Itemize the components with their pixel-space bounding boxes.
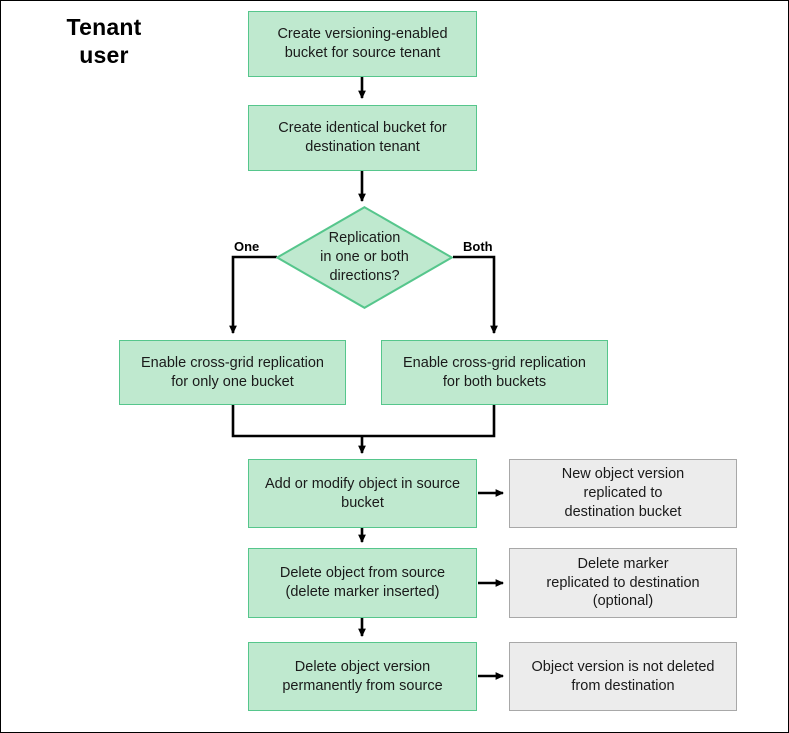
- node-new-object-version-replicated[interactable]: New object version replicated to destina…: [509, 459, 737, 528]
- node-delete-object-version-label: Delete object version permanently from s…: [282, 658, 443, 694]
- node-add-or-modify-object-label: Add or modify object in source bucket: [264, 475, 461, 511]
- connector-merge-branches: [231, 405, 496, 438]
- lane-title-line1: Tenant: [66, 14, 142, 40]
- node-delete-object-from-source-label: Delete object from source (delete marker…: [279, 565, 446, 600]
- node-create-versioned-bucket-label: Create versioning-enabled bucket for sou…: [277, 26, 448, 61]
- edge-label-one: One: [234, 239, 259, 254]
- node-create-versioned-bucket[interactable]: Create versioning-enabled bucket for sou…: [248, 11, 477, 77]
- node-object-version-not-deleted-label: Object version is not deleted from desti…: [531, 658, 715, 694]
- diamond-shape: [276, 206, 453, 309]
- node-delete-object-version[interactable]: Delete object version permanently from s…: [248, 642, 477, 711]
- edge-label-both: Both: [463, 239, 493, 254]
- connector-decision-both-branch: [453, 255, 498, 334]
- connector-decision-one-branch: [229, 255, 277, 334]
- node-new-object-version-replicated-label: New object version replicated to destina…: [561, 466, 685, 520]
- node-replication-direction-label: Replication in one or both directions?: [320, 230, 409, 284]
- node-create-identical-bucket-label: Create identical bucket for destination …: [278, 120, 447, 155]
- edge-label-one-text: One: [234, 239, 260, 254]
- node-add-or-modify-object[interactable]: Add or modify object in source bucket: [248, 459, 477, 528]
- node-delete-marker-replicated[interactable]: Delete marker replicated to destination …: [509, 548, 737, 618]
- node-object-version-not-deleted[interactable]: Object version is not deleted from desti…: [509, 642, 737, 711]
- lane-title-line2: user: [79, 42, 129, 69]
- node-replication-direction[interactable]: Replication in one or both directions?: [276, 206, 453, 309]
- edge-label-both-text: Both: [463, 239, 493, 254]
- node-enable-both-buckets-label: Enable cross-grid replication for both b…: [403, 354, 586, 390]
- node-enable-one-bucket[interactable]: Enable cross-grid replication for only o…: [119, 340, 346, 405]
- node-create-identical-bucket[interactable]: Create identical bucket for destination …: [248, 105, 477, 171]
- node-delete-marker-replicated-label: Delete marker replicated to destination …: [546, 555, 700, 610]
- node-delete-object-from-source[interactable]: Delete object from source (delete marker…: [248, 548, 477, 618]
- lane-title-tenant-user: Tenant user: [19, 13, 189, 69]
- node-enable-both-buckets[interactable]: Enable cross-grid replication for both b…: [381, 340, 608, 405]
- node-enable-one-bucket-label: Enable cross-grid replication for only o…: [141, 354, 324, 390]
